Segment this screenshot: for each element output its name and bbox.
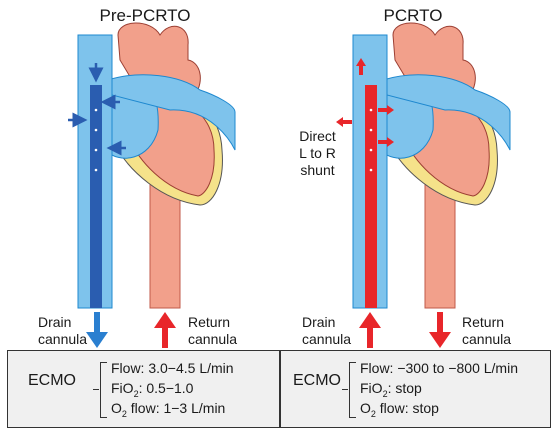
ecmo-divider [279,351,281,427]
left-pulmonary-artery [107,74,236,151]
right-return-arrow-down-icon [429,312,451,348]
right-drain-cannula [365,85,377,308]
right-panel-title: PCRTO [383,6,443,25]
left-return-arrow-up-icon [154,312,176,348]
right-heart-diagram [336,22,511,348]
left-heart-diagram [68,22,236,348]
left-drain-cannula [90,85,102,308]
right-arrow-shunt-left [336,117,352,127]
right-ecmo-fio2: FiO2: stop [360,380,422,399]
right-drain-arrow-up-icon [359,312,381,348]
right-ecmo-o2-flow: O2 flow: stop [360,400,439,419]
right-ecmo-flow: Flow: −300 to −800 L/min [360,360,518,376]
ecmo-settings-box: ECMO Flow: 3.0−4.5 L/min FiO2: 0.5−1.0 O… [7,350,551,428]
left-ecmo-fio2: FiO2: 0.5−1.0 [111,380,194,399]
right-arrow-ra1 [378,105,394,115]
right-arrow-svc-up [356,58,366,75]
right-ecmo-label: ECMO [293,372,341,389]
left-ecmo-flow: Flow: 3.0−4.5 L/min [111,360,234,376]
right-pulmonary-artery [382,74,511,151]
left-ecmo-label: ECMO [28,372,76,389]
left-panel-title: Pre-PCRTO [99,6,191,25]
right-arrow-ra2 [378,137,394,147]
left-drain-arrow-down-icon [86,312,108,348]
left-ecmo-o2-flow: O2 flow: 1−3 L/min [111,400,226,419]
